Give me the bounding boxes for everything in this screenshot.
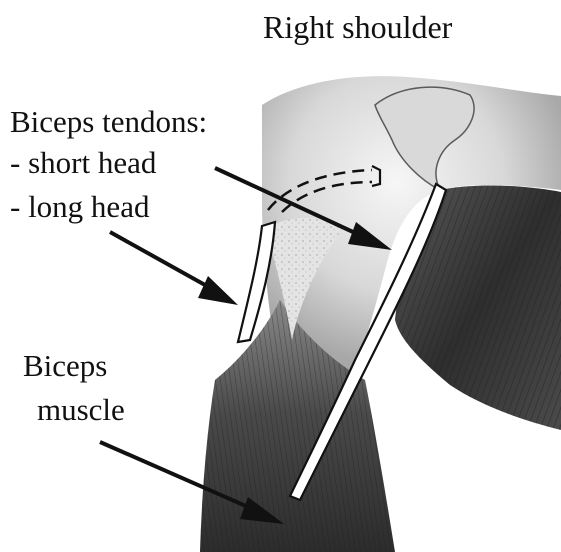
biceps-muscle-label-line1: Biceps [23,350,107,381]
arrow-long-head [110,232,238,305]
biceps-muscle-label-line2: muscle [37,394,125,425]
short-head-label: - short head [10,147,156,178]
long-head-label: - long head [10,191,149,222]
biceps-tendons-heading: Biceps tendons: [10,106,207,137]
figure-title: Right shoulder [263,11,452,43]
